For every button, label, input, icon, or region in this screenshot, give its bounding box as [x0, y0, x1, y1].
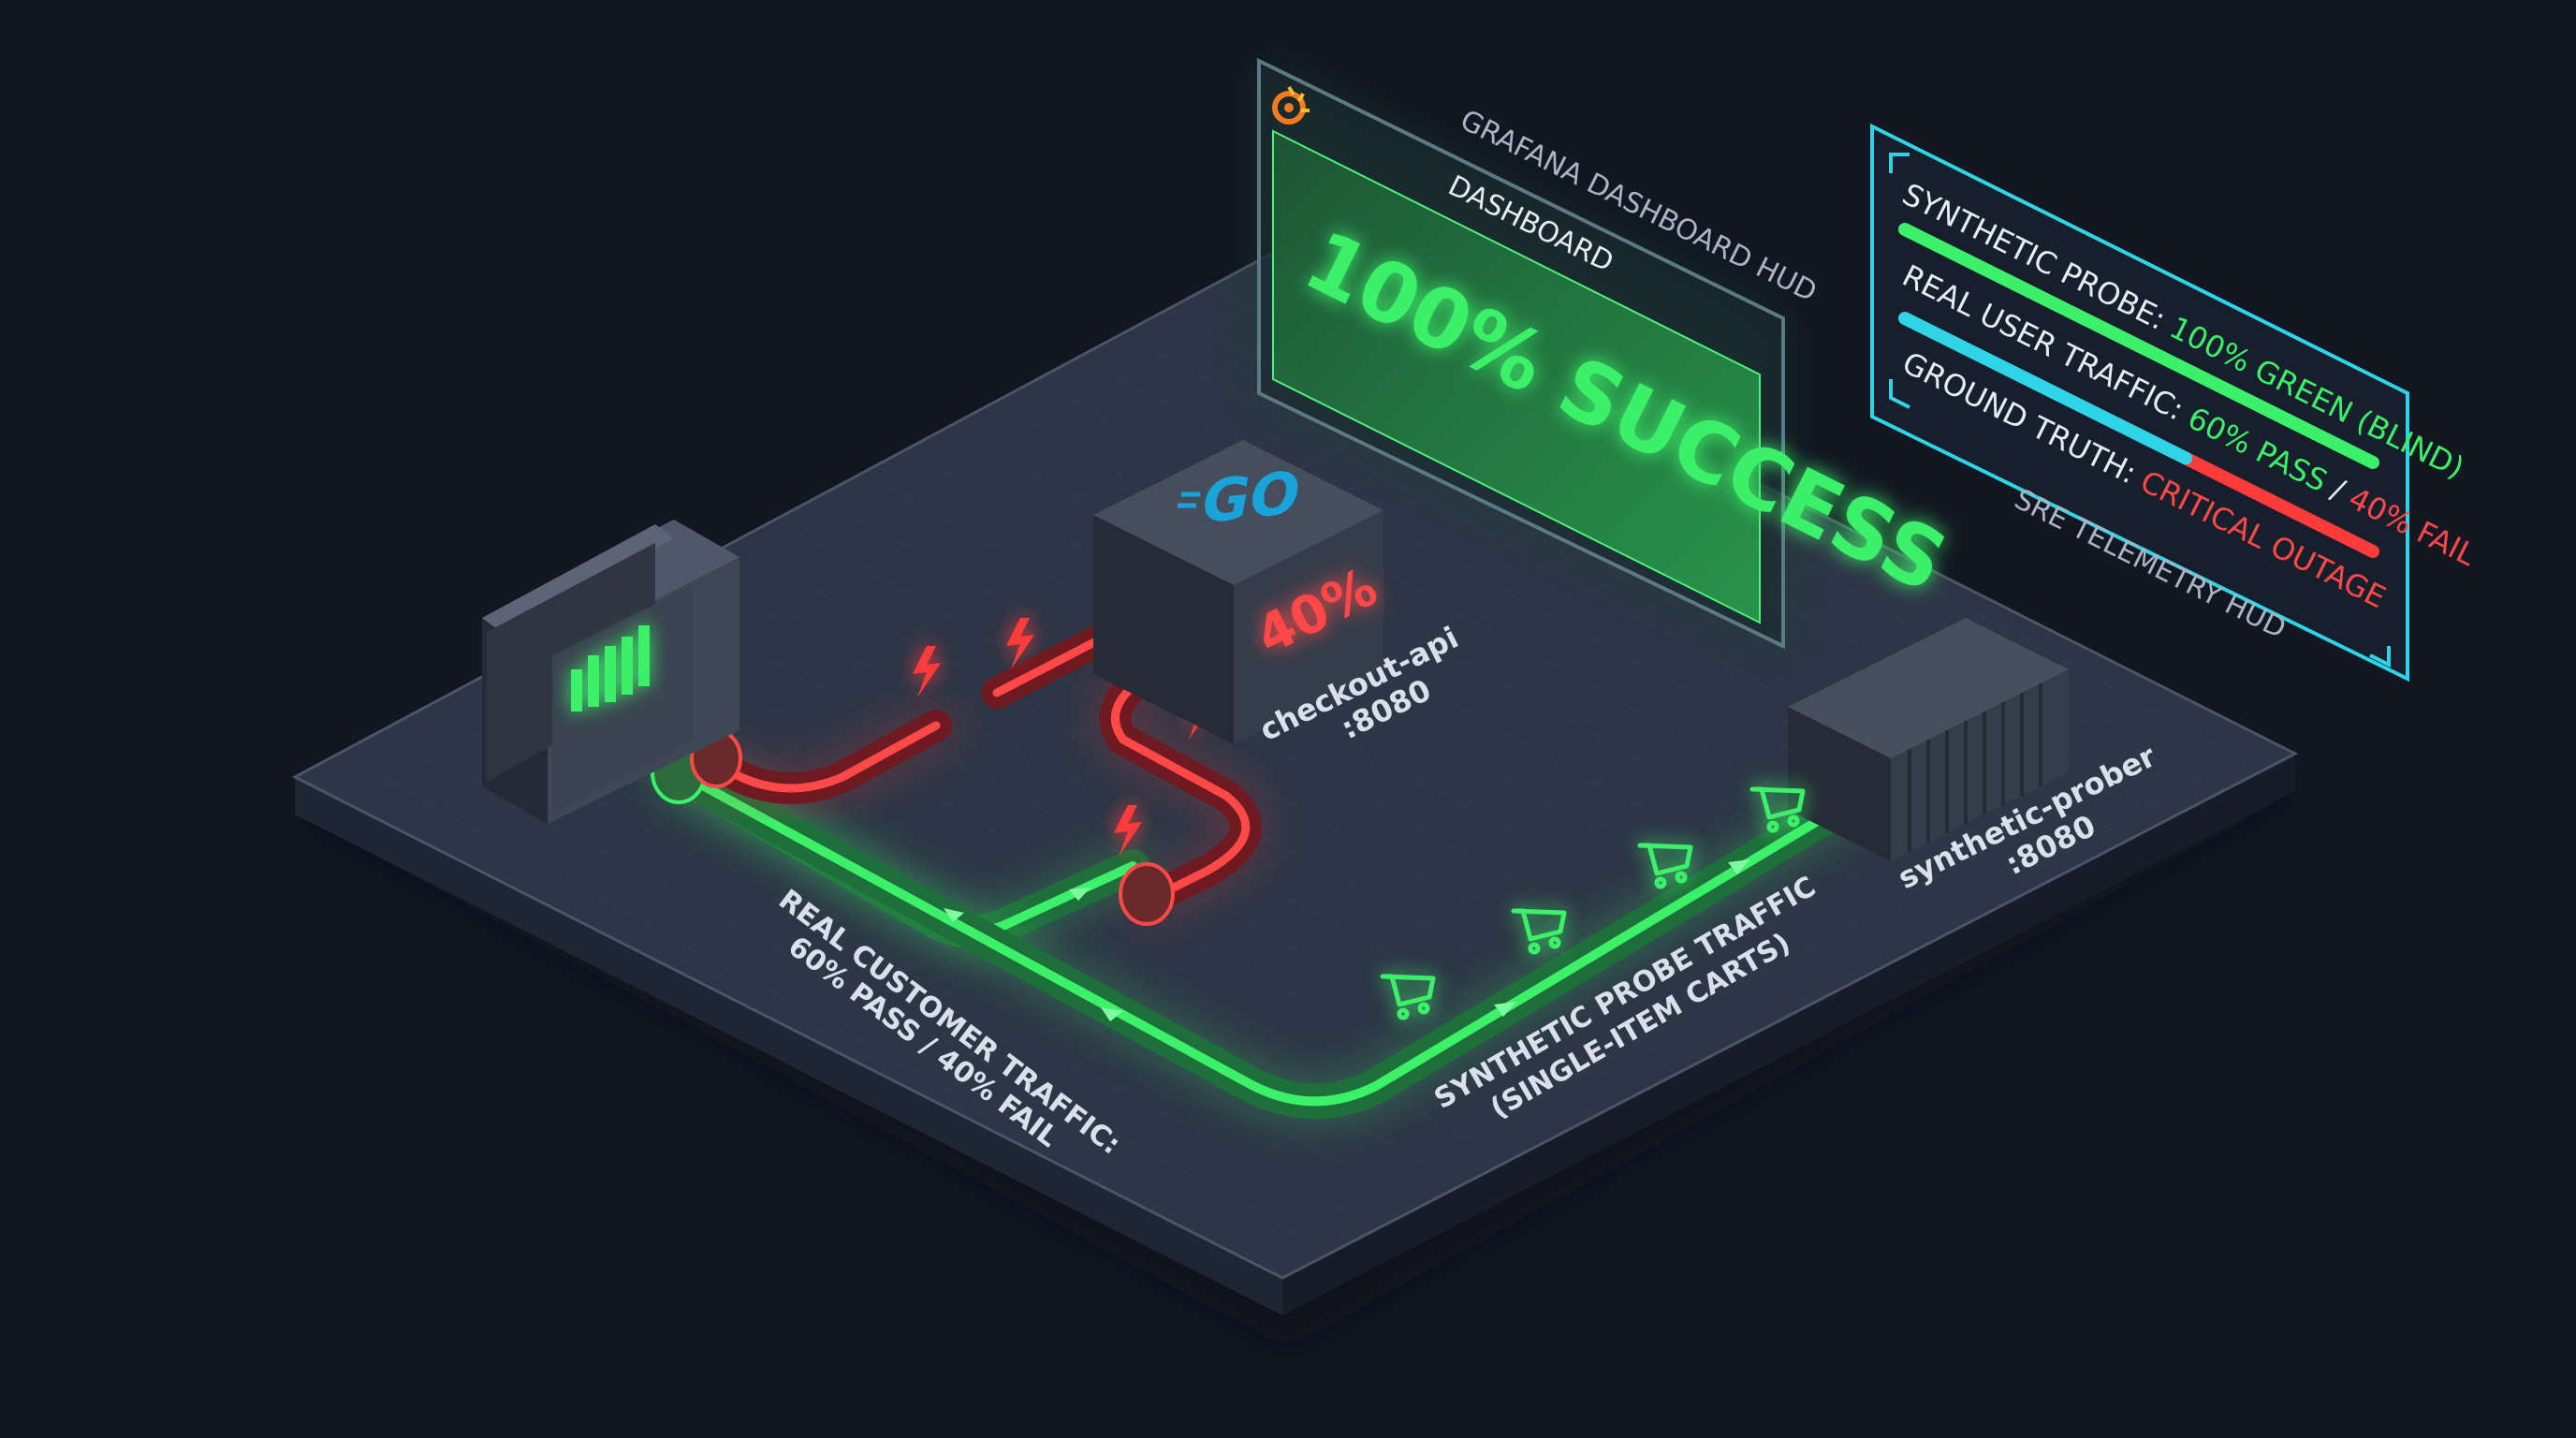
- svg-text:GO: GO: [1203, 458, 1300, 536]
- equalizer-bars-icon: [571, 625, 650, 712]
- client-terminal: [482, 520, 739, 824]
- real-user-fail-bar: [2179, 451, 2379, 558]
- synthetic-traffic-pipe-green: [657, 751, 1866, 1123]
- flow-arrows: [944, 859, 1750, 1021]
- grafana-logo-icon: [1272, 85, 1310, 125]
- shopping-cart-icon: [1380, 786, 1806, 1020]
- real-user-pass-bar: [1898, 312, 2192, 465]
- synthetic-probe-bar: [1898, 223, 2379, 469]
- go-logo-icon: GO: [1178, 458, 1300, 536]
